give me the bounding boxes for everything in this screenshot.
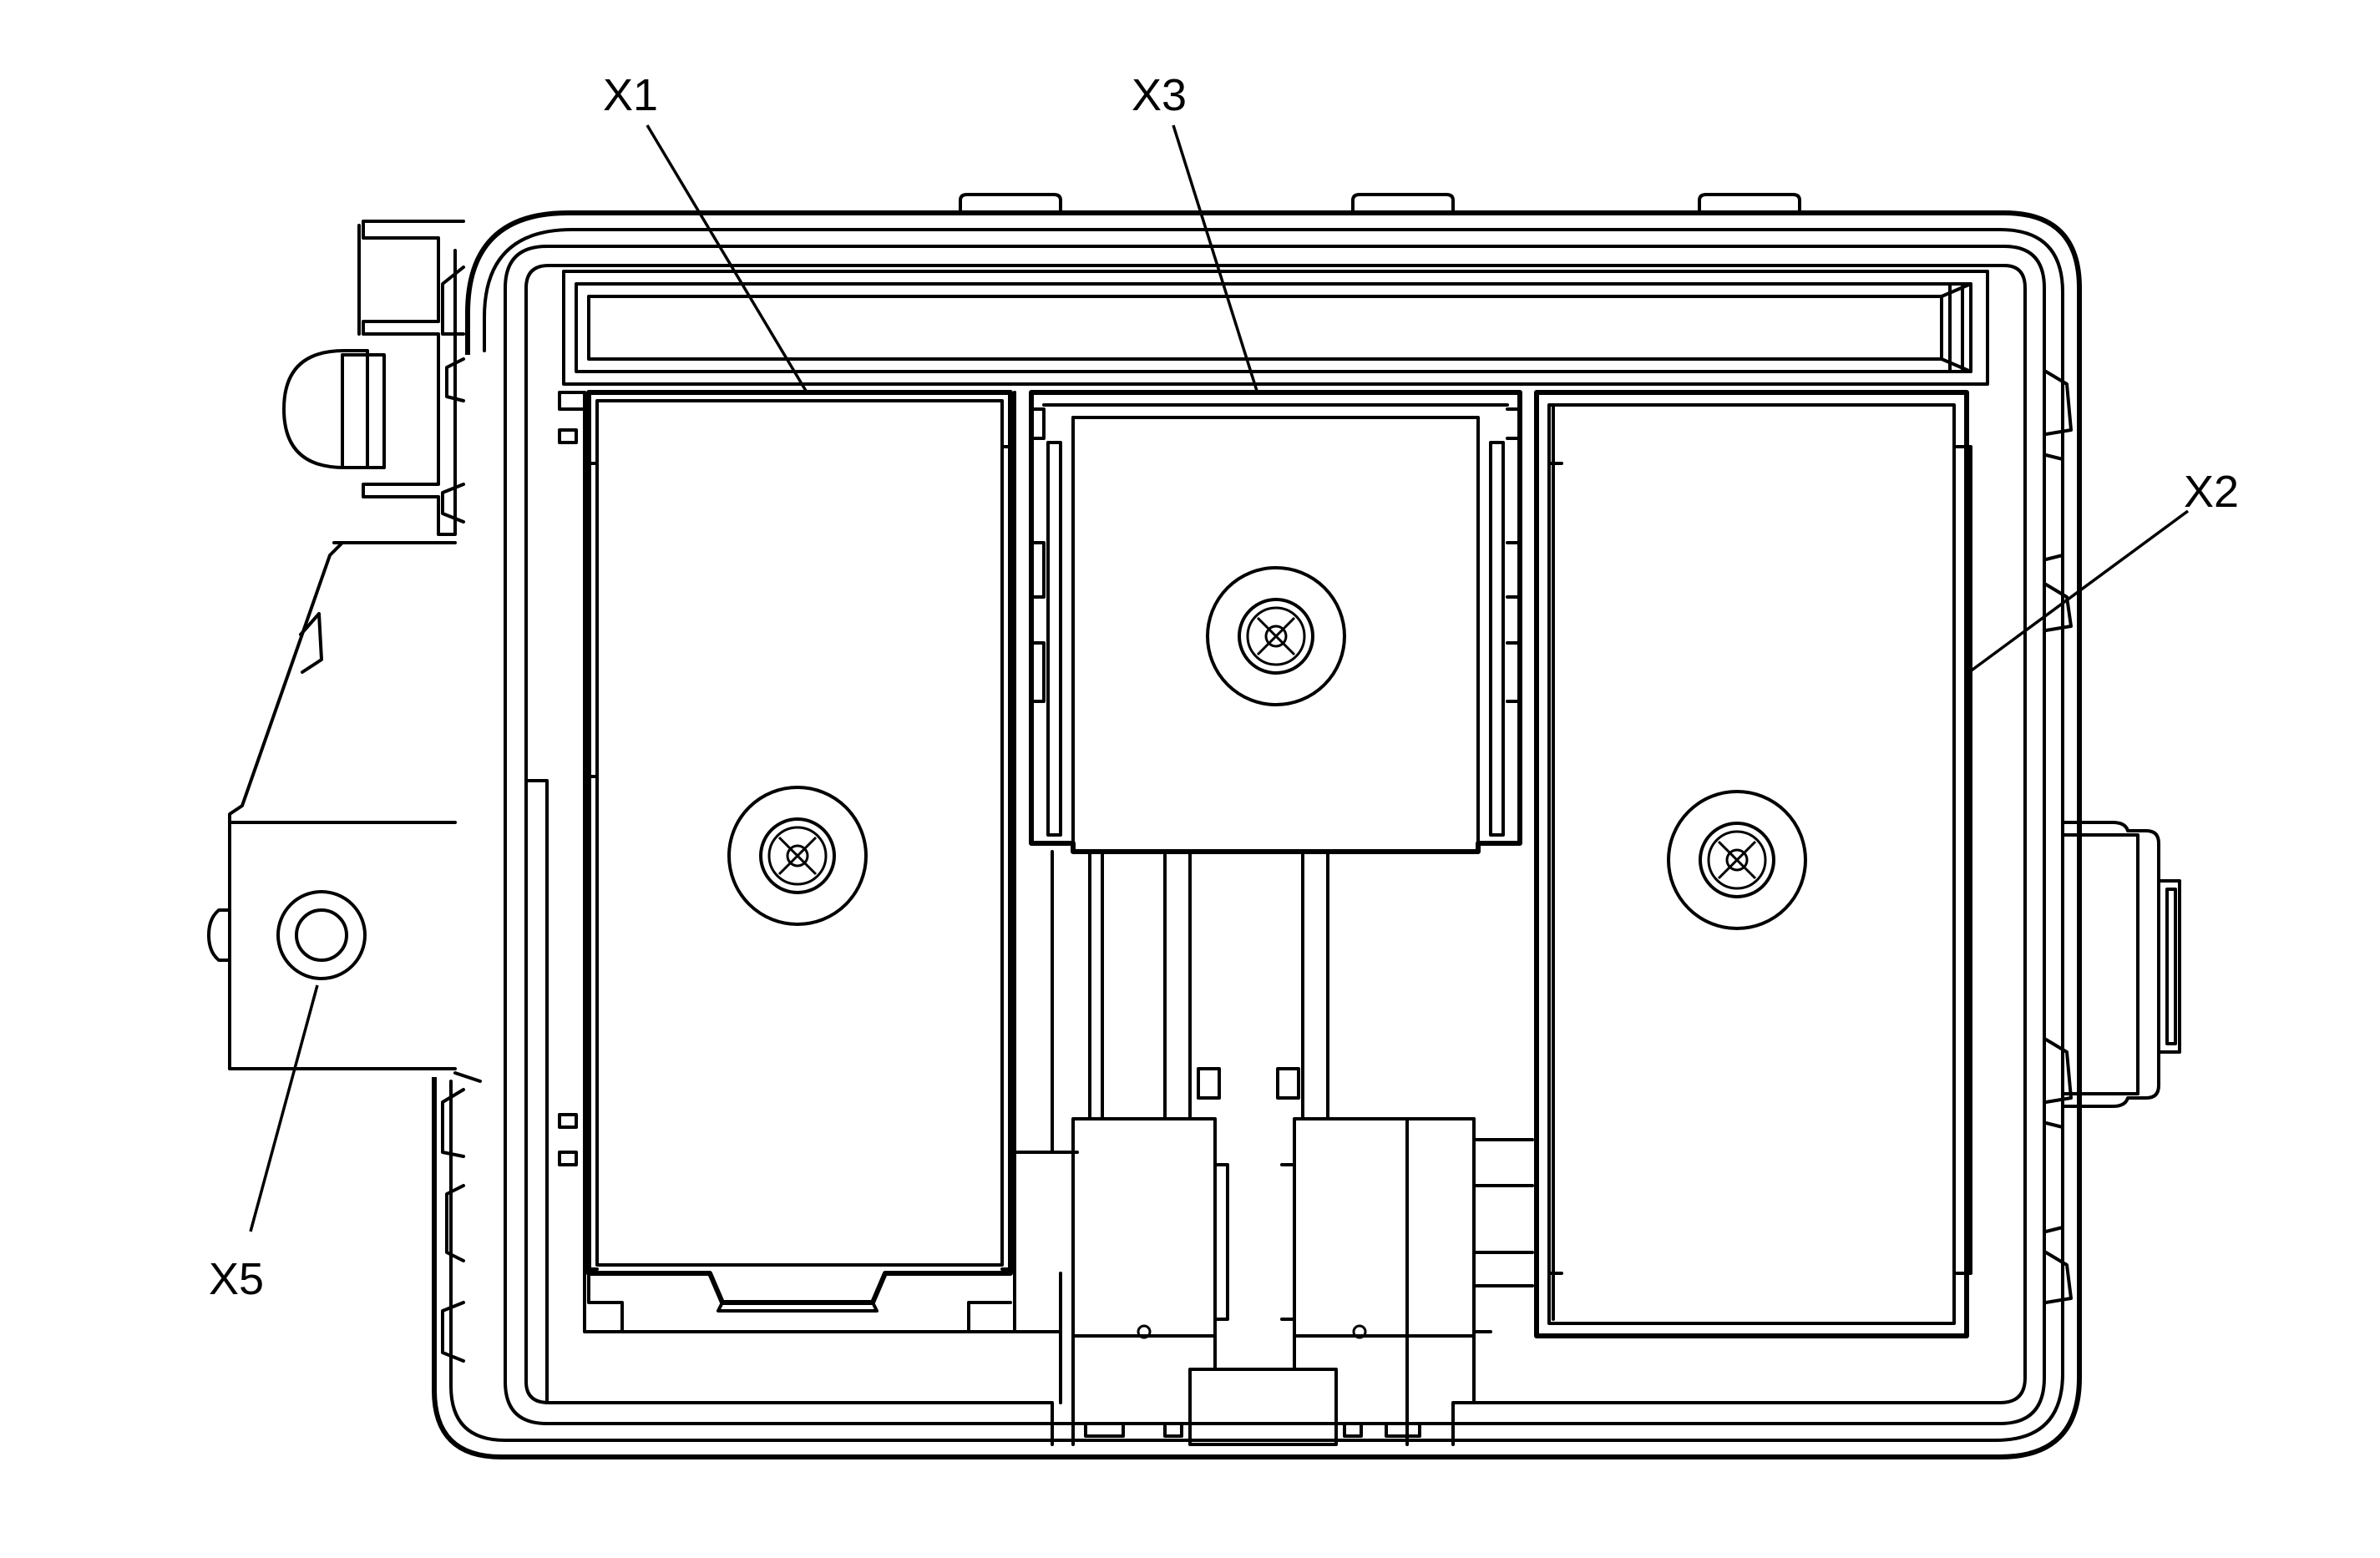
fastener-x2 <box>1667 790 1807 930</box>
callout-label-x3: X3 <box>1132 70 1187 120</box>
connector-x3 <box>1029 390 1522 1154</box>
callout-x3: X3 <box>1132 70 1258 392</box>
module-housing <box>432 193 2082 1459</box>
callout-x2: X2 <box>1967 467 2239 674</box>
left-mounting-bracket <box>207 220 482 1363</box>
callout-x5: X5 <box>209 984 319 1304</box>
connector-x2 <box>1534 390 1972 1338</box>
callout-x1: X1 <box>603 70 808 392</box>
callout-label-x2: X2 <box>2184 467 2239 517</box>
top-rail <box>562 270 1989 386</box>
right-side-connector <box>2044 370 2181 1304</box>
fastener-x3 <box>1206 566 1346 706</box>
fastener-x1 <box>727 786 868 926</box>
callout-label-x1: X1 <box>603 70 658 120</box>
connector-x1 <box>583 390 1016 1333</box>
callout-label-x5: X5 <box>209 1254 264 1304</box>
lower-center-terminals <box>1071 1117 1534 1446</box>
